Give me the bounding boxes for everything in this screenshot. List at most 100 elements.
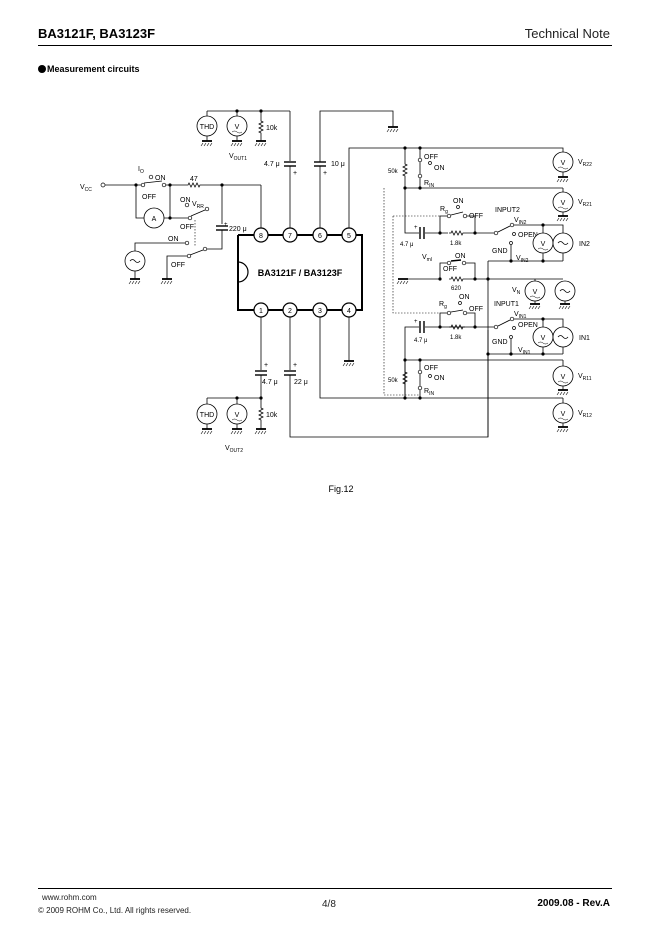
capacitor-4-7u-pin7 bbox=[283, 161, 297, 167]
rg1-off-label: OFF bbox=[469, 306, 483, 313]
ganged-switch-link bbox=[383, 188, 420, 396]
ground-icon bbox=[528, 303, 541, 310]
vin2-top-label: VIN2 bbox=[514, 217, 527, 226]
source-off-label: OFF bbox=[171, 262, 185, 269]
footer-url[interactable]: www.rohm.com bbox=[42, 893, 97, 902]
thd-label: THD bbox=[200, 412, 214, 419]
resistor-value: 50k bbox=[388, 169, 399, 175]
ground-icon bbox=[556, 176, 569, 183]
voltmeter-label: V bbox=[561, 374, 566, 381]
ground-icon bbox=[556, 215, 569, 222]
ic-pin-2: 2 bbox=[282, 302, 298, 318]
pin-label: 6 bbox=[318, 233, 322, 240]
ground-icon bbox=[230, 428, 243, 435]
source-on-label: ON bbox=[168, 236, 179, 243]
rin-label: RIN bbox=[424, 180, 434, 189]
voltmeter-label: V bbox=[561, 160, 566, 167]
gnd1-label: GND bbox=[492, 339, 508, 346]
vr22-label: VR22 bbox=[578, 159, 592, 168]
vm-on-label: ON bbox=[455, 253, 466, 260]
ground-icon bbox=[128, 278, 141, 285]
polarity-mark: + bbox=[323, 170, 327, 177]
pin-label: 2 bbox=[288, 308, 292, 315]
ammeter-label: A bbox=[152, 216, 157, 223]
pin-label: 5 bbox=[347, 233, 351, 240]
ground-icon bbox=[396, 278, 409, 285]
ground-icon bbox=[160, 278, 173, 285]
vm-off-label: OFF bbox=[443, 266, 457, 273]
resistor-50k-top bbox=[402, 161, 408, 179]
voltmeter-label: V bbox=[235, 412, 240, 419]
voltmeter-label: V bbox=[541, 241, 546, 248]
resistor-10k-out1 bbox=[258, 118, 264, 136]
ground-icon bbox=[254, 428, 267, 435]
ic-label: BA3121F / BA3123F bbox=[258, 268, 343, 278]
rin1-label: RIN bbox=[424, 388, 434, 397]
ground-icon bbox=[558, 303, 571, 310]
document-type: Technical Note bbox=[524, 26, 610, 41]
capacitor-value: 22 μ bbox=[294, 379, 308, 386]
polarity-mark: + bbox=[414, 319, 418, 325]
ground-icon bbox=[230, 140, 243, 147]
pin6-decoupling: 10 μ + bbox=[313, 110, 399, 228]
resistor-value: 10k bbox=[266, 412, 278, 419]
vin2-bottom-label: VIN2 bbox=[516, 255, 529, 264]
input2-label: INPUT2 bbox=[495, 207, 520, 214]
vr12-label: VR12 bbox=[578, 410, 592, 419]
open2-label: OPEN bbox=[518, 232, 538, 239]
rg1-label: Rg bbox=[439, 301, 447, 310]
rg2-off-label: OFF bbox=[469, 213, 483, 220]
pin-label: 1 bbox=[259, 308, 263, 315]
ground-icon bbox=[556, 389, 569, 396]
output2-measurement: + 4.7 μ THD V 10k VOUT2 + 22 μ bbox=[196, 317, 555, 454]
resistor-value: 1.8k bbox=[450, 241, 462, 247]
ground-icon bbox=[200, 140, 213, 147]
capacitor-4-7u-in1 bbox=[419, 320, 425, 334]
page-number: 4/8 bbox=[322, 899, 336, 910]
ground-icon bbox=[254, 140, 267, 147]
vcc-label: VCC bbox=[80, 184, 92, 193]
vin1-top-label: VIN1 bbox=[514, 311, 527, 320]
capacitor-10u bbox=[313, 161, 327, 167]
rin-on-label: ON bbox=[434, 165, 445, 172]
ic-pin-1: 1 bbox=[253, 302, 269, 318]
ganged-switch-link bbox=[392, 216, 440, 314]
vcc-supply: VCC IO ON OFF 47 A ON VRR OFF bbox=[80, 166, 262, 285]
gnd2-label: GND bbox=[492, 248, 508, 255]
vm-label: Vml bbox=[422, 254, 432, 263]
voltmeter-label: V bbox=[533, 289, 538, 296]
vr11-label: VR11 bbox=[578, 373, 592, 382]
resistor-value: 620 bbox=[451, 286, 462, 292]
io-off-label: OFF bbox=[142, 194, 156, 201]
open1-label: OPEN bbox=[518, 322, 538, 329]
rg2-on-label: ON bbox=[453, 198, 464, 205]
figure-caption: Fig.12 bbox=[328, 484, 354, 494]
pin-label: 3 bbox=[318, 308, 322, 315]
capacitor-value: 4.7 μ bbox=[400, 242, 414, 248]
vrr-off-label: OFF bbox=[180, 224, 194, 231]
vr21-label: VR21 bbox=[578, 199, 592, 208]
capacitor-value: 4.7 μ bbox=[264, 161, 280, 168]
capacitor-value: 10 μ bbox=[331, 161, 345, 168]
in2-label: IN2 bbox=[579, 241, 590, 248]
resistor-value: 10k bbox=[266, 125, 278, 132]
pin-label: 8 bbox=[259, 233, 263, 240]
capacitor-4-7u-in2 bbox=[419, 226, 425, 240]
ic-package: BA3121F / BA3123F bbox=[237, 234, 363, 311]
vcc-terminal bbox=[100, 182, 106, 188]
rg2-label: Rg bbox=[440, 206, 448, 215]
capacitor-4-7u-pin1 bbox=[254, 370, 268, 376]
ic-pin-3: 3 bbox=[312, 302, 328, 318]
ground-icon bbox=[200, 428, 213, 435]
polarity-mark: + bbox=[264, 362, 268, 369]
ground-icon bbox=[342, 360, 355, 367]
resistor-1-8k-in2 bbox=[448, 230, 466, 236]
polarity-mark: + bbox=[414, 225, 418, 231]
voltmeter-label: V bbox=[561, 411, 566, 418]
output1-measurement: THD V 10k VOUT1 4.7 μ + bbox=[196, 109, 297, 228]
voltmeter-label: V bbox=[561, 200, 566, 207]
polarity-mark: + bbox=[224, 222, 228, 228]
ic-notch bbox=[237, 261, 249, 283]
vrr-on-label: ON bbox=[180, 197, 191, 204]
